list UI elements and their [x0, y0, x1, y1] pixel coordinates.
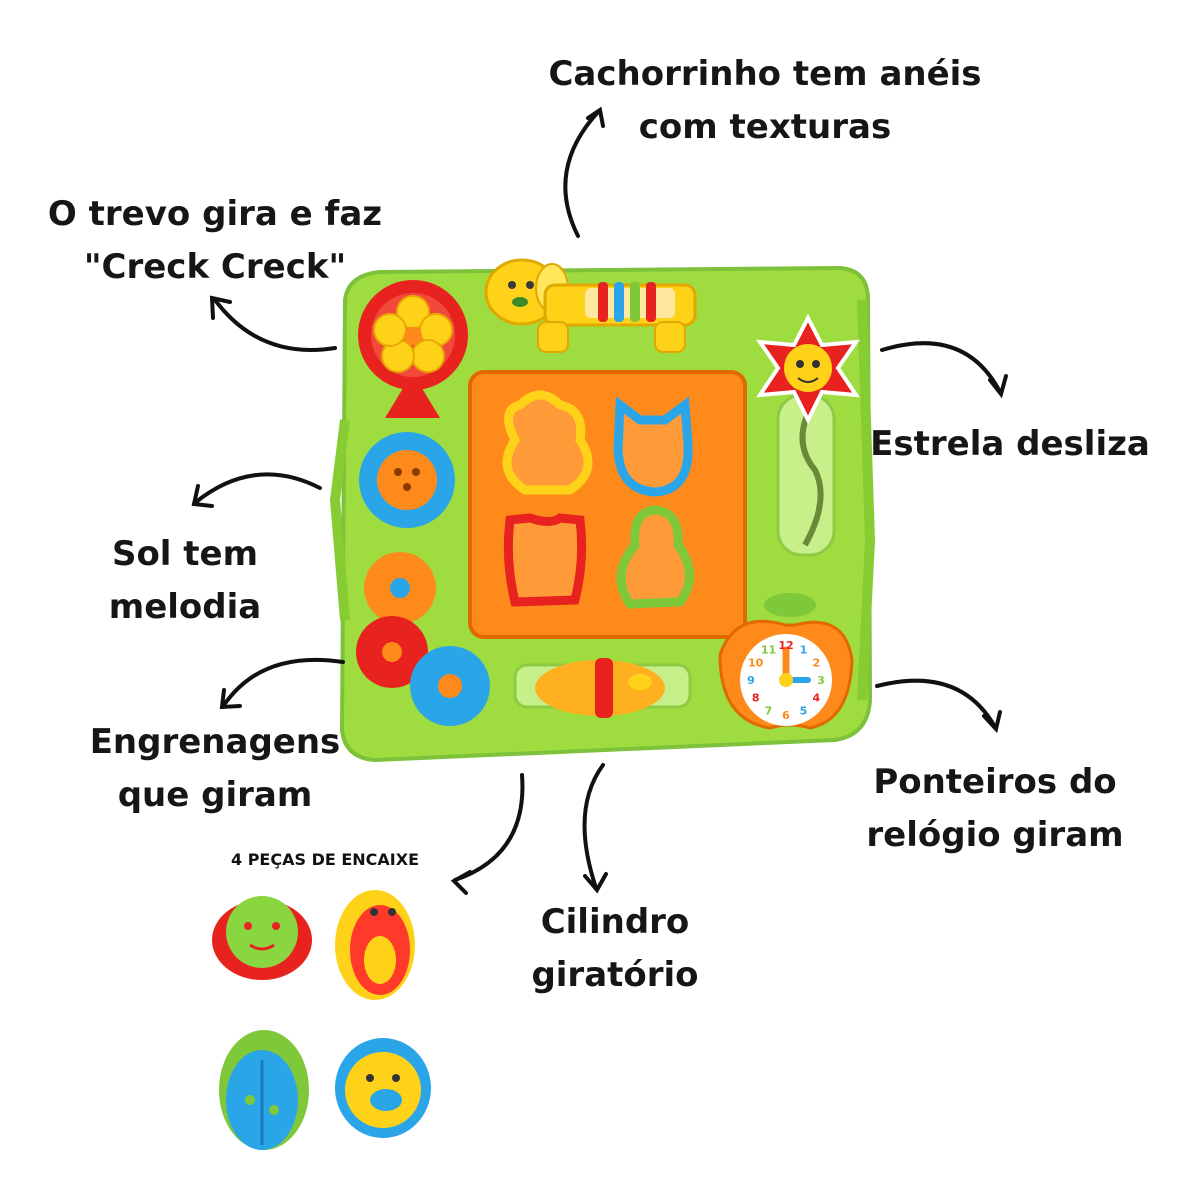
arrow-pieces: [453, 773, 525, 882]
arrow-star-head: [988, 374, 1008, 399]
arrow-cylinder: [582, 763, 605, 890]
star-slider: [755, 313, 861, 557]
arrow-clock: [875, 678, 997, 729]
dog-toy: [484, 258, 697, 353]
label-star: Estrela desliza: [870, 424, 1150, 464]
clock-number: 12: [778, 639, 793, 652]
label-clock: Ponteiros do relógio giram: [866, 762, 1124, 855]
arrow-star: [880, 341, 1002, 394]
arrow-dog: [563, 110, 600, 238]
rotating-cylinder: [513, 658, 692, 718]
loose-pieces: [212, 890, 431, 1150]
clock-number: 3: [817, 674, 825, 687]
clock-number: 8: [752, 692, 760, 705]
clock-number: 4: [812, 692, 820, 705]
gears: [356, 552, 490, 726]
label-pieces: 4 PEÇAS DE ENCAIXE: [230, 850, 420, 869]
arrow-cylinder-head: [583, 872, 608, 894]
clock-number: 1: [800, 644, 808, 657]
sun-button: [359, 432, 455, 528]
lion-piece: [212, 896, 312, 980]
arrow-clover-head: [209, 295, 232, 320]
arrow-pieces-head: [450, 870, 472, 895]
pig-piece: [335, 1038, 431, 1138]
label-clover: O trevo gira e faz "Creck Creck": [47, 194, 383, 287]
clock-number: 11: [761, 644, 776, 657]
clock-number: 7: [765, 704, 773, 717]
label-sun: Sol tem melodia: [108, 534, 262, 627]
bug-piece: [219, 1030, 309, 1150]
arrow-gears: [222, 657, 345, 707]
shape-sorter: [468, 370, 747, 639]
clock-number: 6: [782, 709, 790, 722]
label-dog: Cachorrinho tem anéis com texturas: [548, 54, 982, 147]
arrow-sun-head: [191, 484, 214, 508]
label-cylinder: Cilindro giratório: [531, 902, 699, 995]
penguin-piece: [335, 890, 415, 1000]
arrow-dog-head: [586, 106, 605, 128]
arrow-gears-head: [219, 688, 242, 710]
label-gears: Engrenagens que giram: [89, 722, 341, 815]
arrow-clock-head: [982, 710, 1002, 734]
arrow-sun: [194, 472, 322, 504]
annotation-arrows: [191, 106, 1008, 895]
clock-number: 5: [800, 704, 808, 717]
arrow-clover: [213, 298, 337, 352]
clock-number: 10: [748, 657, 764, 670]
clock-number: 9: [747, 674, 755, 687]
clock-number: 2: [812, 657, 820, 670]
clover-spinner: [358, 280, 468, 418]
